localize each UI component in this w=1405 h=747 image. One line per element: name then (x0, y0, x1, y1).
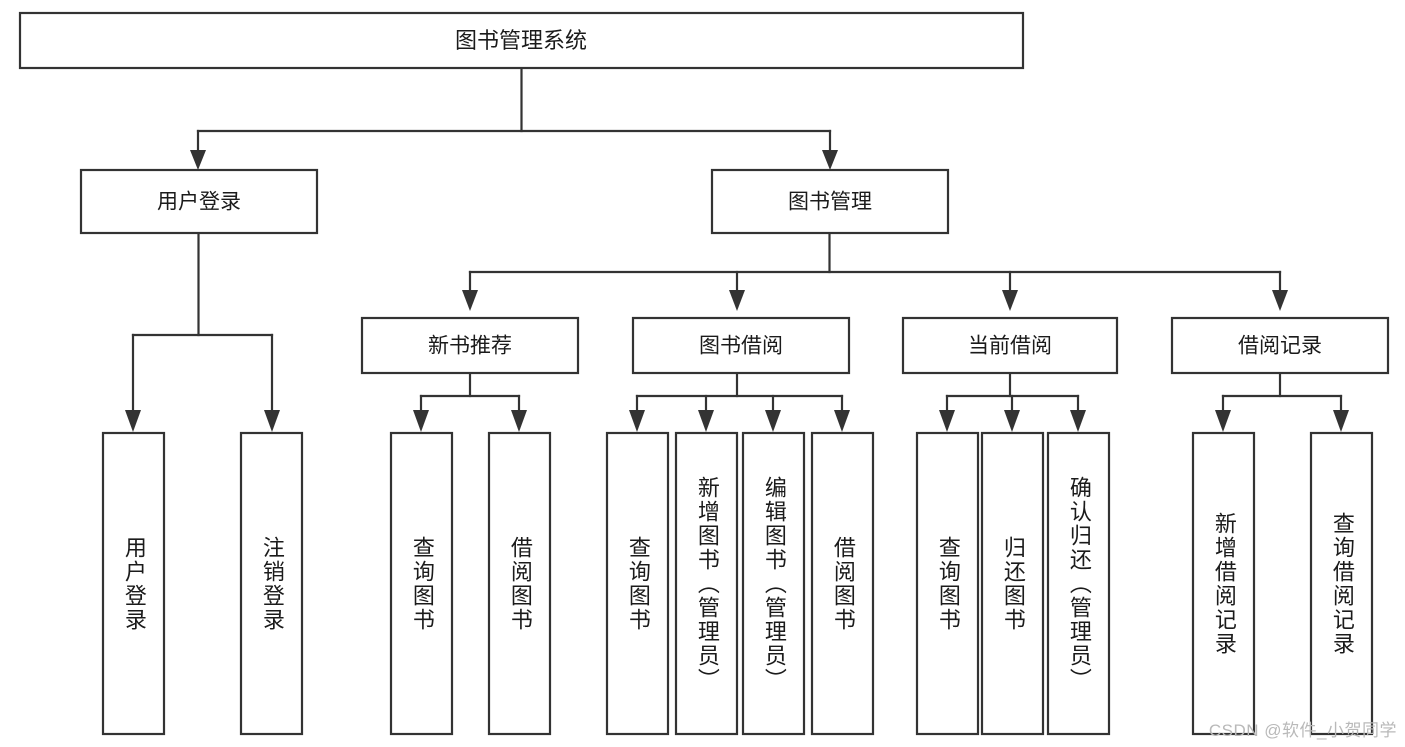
node-user-login[interactable]: 用户登录 (79, 168, 319, 235)
connector-userlogin-to-leaves (125, 231, 280, 432)
connector-bookmgmt-to-level3 (462, 231, 1288, 311)
leaf-box-query-book-3[interactable] (915, 431, 980, 736)
node-root[interactable]: 图书管理系统 (18, 11, 1025, 70)
node-new-book-recommend-label: 新书推荐 (428, 335, 512, 358)
node-book-management-label: 图书管理 (788, 191, 872, 214)
connector-newbook-to-leaves (413, 371, 527, 432)
node-borrow-record-label: 借阅记录 (1238, 335, 1322, 358)
leaf-box-borrow-book-2[interactable] (810, 431, 875, 736)
leaf-box-return-book[interactable] (980, 431, 1045, 736)
node-borrow-record[interactable]: 借阅记录 (1170, 316, 1390, 375)
leaf-current-borrow-group (915, 431, 1111, 736)
leaf-box-query-book-1[interactable] (389, 431, 454, 736)
node-current-borrow-label: 当前借阅 (968, 335, 1052, 358)
node-root-label: 图书管理系统 (455, 28, 587, 53)
leaf-user-login-group (101, 431, 304, 736)
leaf-box-user-login[interactable] (101, 431, 166, 736)
leaf-box-confirm-return-admin[interactable] (1046, 431, 1111, 736)
leaf-box-add-book-admin[interactable] (674, 431, 739, 736)
connector-borrowrecord-to-leaves (1215, 371, 1349, 432)
leaf-box-borrow-book-1[interactable] (487, 431, 552, 736)
leaf-box-add-borrow-record[interactable] (1191, 431, 1256, 736)
node-book-borrow-label: 图书借阅 (699, 335, 783, 358)
leaf-box-query-borrow-record[interactable] (1309, 431, 1374, 736)
leaf-box-logout[interactable] (239, 431, 304, 736)
leaf-new-book-group (389, 431, 552, 736)
connector-bookborrow-to-leaves (629, 371, 850, 432)
leaf-box-query-book-2[interactable] (605, 431, 670, 736)
node-book-borrow[interactable]: 图书借阅 (631, 316, 851, 375)
node-book-management[interactable]: 图书管理 (710, 168, 950, 235)
leaf-borrow-record-group (1191, 431, 1374, 736)
connector-currentborrow-to-leaves (939, 371, 1086, 432)
connector-root-to-level2 (190, 66, 838, 170)
csdn-watermark: CSDN @软件_小贺同学 (1208, 721, 1397, 740)
node-user-login-label: 用户登录 (157, 191, 241, 214)
node-new-book-recommend[interactable]: 新书推荐 (360, 316, 580, 375)
node-current-borrow[interactable]: 当前借阅 (901, 316, 1119, 375)
leaf-box-edit-book-admin[interactable] (741, 431, 806, 736)
leaf-book-borrow-group (605, 431, 875, 736)
